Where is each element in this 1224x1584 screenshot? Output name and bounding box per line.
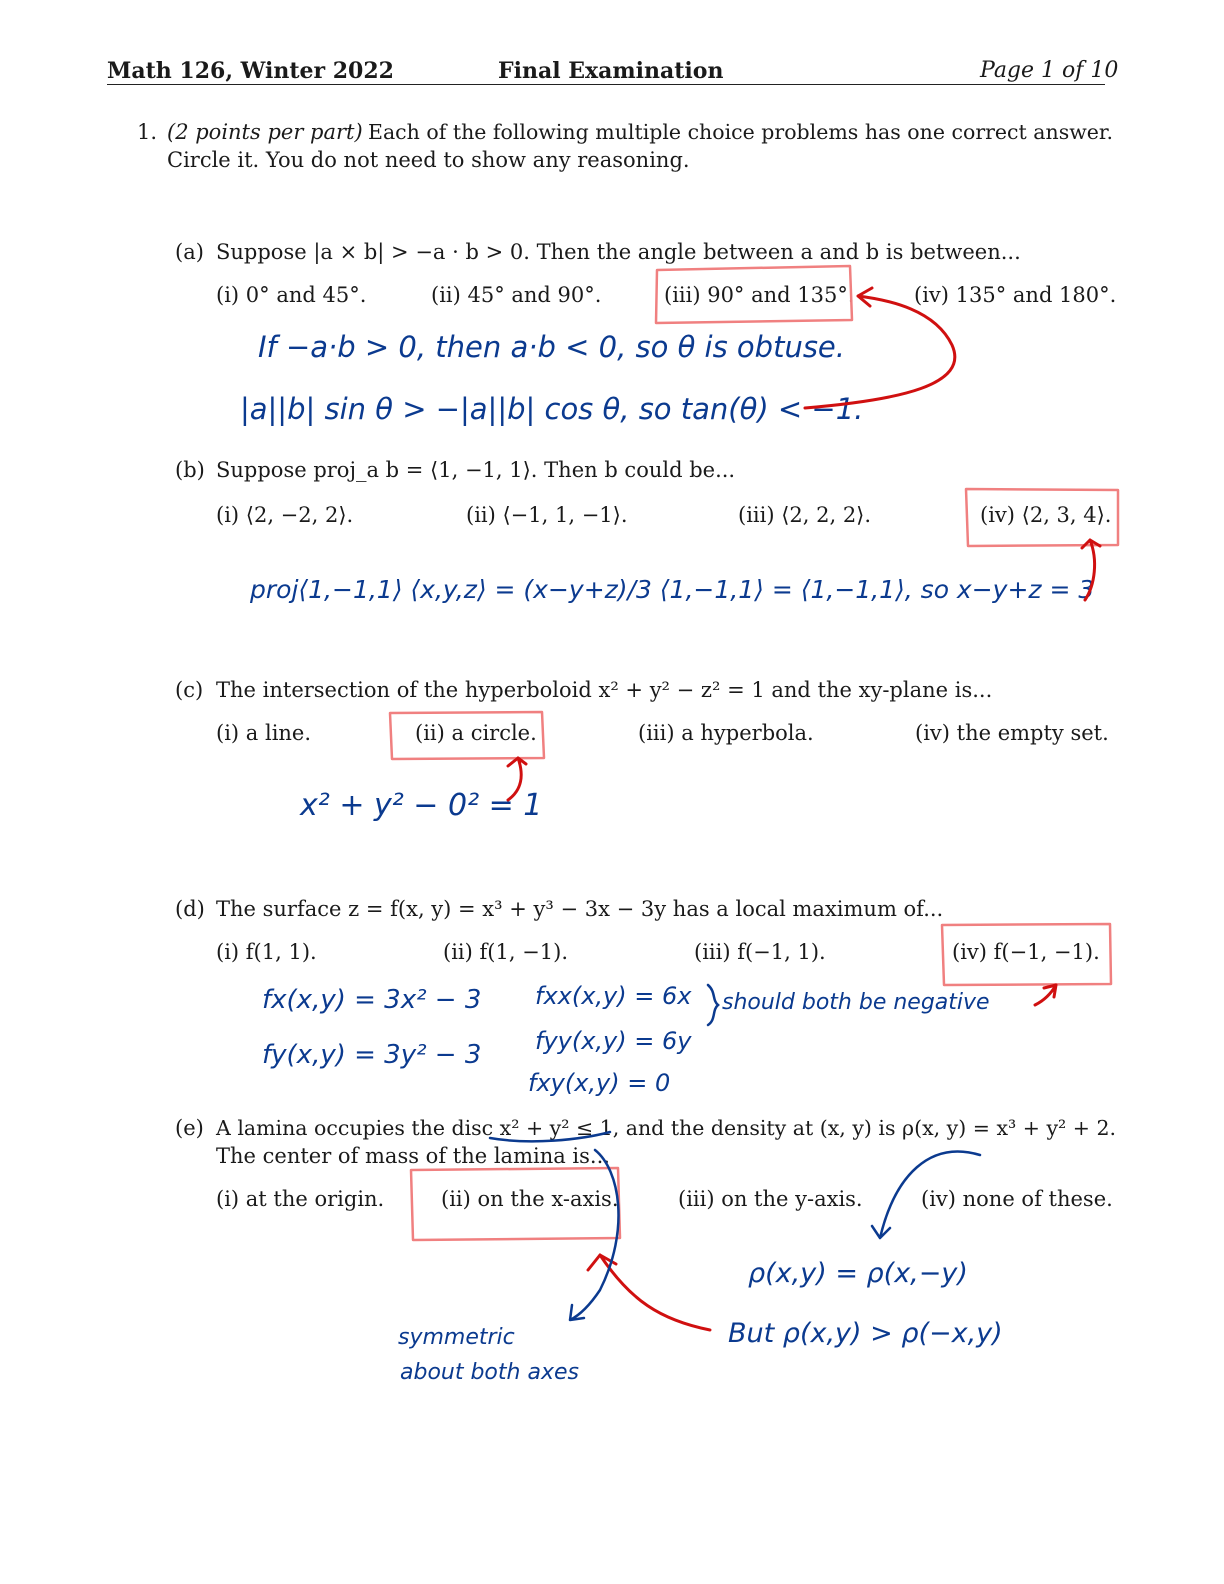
part-b-choice-1[interactable]: (i) ⟨2, −2, 2⟩.: [216, 503, 354, 527]
part-e-arrow: [586, 1253, 712, 1332]
part-b-choice-4[interactable]: (iv) ⟨2, 3, 4⟩.: [980, 503, 1112, 527]
part-e-choice-4[interactable]: (iv) none of these.: [921, 1187, 1113, 1211]
part-b-prompt: Suppose proj_a b = ⟨1, −1, 1⟩. Then b co…: [216, 458, 736, 482]
part-e-blue-curve: [568, 1148, 620, 1322]
part-d-label: (d): [175, 897, 205, 921]
exam-title: Final Examination: [498, 58, 724, 84]
part-b-choice-2[interactable]: (ii) ⟨−1, 1, −1⟩.: [466, 503, 628, 527]
part-d-choice-2[interactable]: (ii) f(1, −1).: [443, 940, 568, 964]
part-d-work-fyy: fyy(x,y) = 6y: [535, 1027, 692, 1055]
part-e-choice-3[interactable]: (iii) on the y-axis.: [678, 1187, 863, 1211]
part-e-work-rho-1: ρ(x,y) = ρ(x,−y): [748, 1258, 968, 1289]
part-a-prompt: Suppose |a × b| > −a · b > 0. Then the a…: [216, 240, 1021, 264]
part-a-choice-4[interactable]: (iv) 135° and 180°.: [914, 283, 1117, 307]
part-b-choice-3[interactable]: (iii) ⟨2, 2, 2⟩.: [738, 503, 872, 527]
part-a-choice-3[interactable]: (iii) 90° and 135°.: [664, 283, 855, 307]
part-e-prompt-2: The center of mass of the lamina is...: [216, 1144, 610, 1168]
part-e-work-axes: about both axes: [400, 1360, 579, 1385]
intro-line-2: Circle it. You do not need to show any r…: [167, 148, 690, 172]
part-e-choice-1[interactable]: (i) at the origin.: [216, 1187, 385, 1211]
part-d-work-fy: fy(x,y) = 3y² − 3: [262, 1040, 482, 1070]
part-e-prompt-1: A lamina occupies the disc x² + y² ≤ 1, …: [216, 1116, 1117, 1140]
intro-line-1: Each of the following multiple choice pr…: [368, 120, 1113, 144]
part-d-work-fxx: fxx(x,y) = 6x: [535, 982, 692, 1010]
points-note: (2 points per part): [167, 120, 363, 144]
question-number: 1.: [137, 120, 158, 144]
part-d-choice-1[interactable]: (i) f(1, 1).: [216, 940, 317, 964]
part-d-choice-3[interactable]: (iii) f(−1, 1).: [694, 940, 826, 964]
part-c-choice-4[interactable]: (iv) the empty set.: [915, 721, 1109, 745]
part-c-choice-1[interactable]: (i) a line.: [216, 721, 312, 745]
part-d-arrow: [1033, 983, 1058, 1007]
part-b-work: proj⟨1,−1,1⟩ ⟨x,y,z⟩ = (x−y+z)/3 ⟨1,−1,1…: [250, 575, 1095, 604]
part-c-work: x² + y² − 0² = 1: [300, 788, 543, 823]
part-b-label: (b): [175, 458, 205, 482]
course-title: Math 126, Winter 2022: [107, 58, 394, 84]
part-e-label: (e): [175, 1116, 204, 1140]
part-d-work-fx: fx(x,y) = 3x² − 3: [262, 985, 482, 1015]
part-a-work-1: If −a·b > 0, then a·b < 0, so θ is obtus…: [258, 330, 845, 364]
part-d-choice-4[interactable]: (iv) f(−1, −1).: [952, 940, 1100, 964]
part-d-brace: [706, 983, 720, 1027]
part-c-label: (c): [175, 678, 204, 702]
part-e-work-rho-2: But ρ(x,y) > ρ(−x,y): [728, 1318, 1003, 1349]
page-number: Page 1 of 10: [980, 58, 1119, 83]
header-rule: [107, 84, 1105, 85]
part-e-work-symmetric: symmetric: [398, 1325, 515, 1350]
part-c-choice-2[interactable]: (ii) a circle.: [415, 721, 537, 745]
part-d-prompt: The surface z = f(x, y) = x³ + y³ − 3x −…: [216, 897, 944, 921]
part-a-choice-1[interactable]: (i) 0° and 45°.: [216, 283, 367, 307]
part-e-choice-2[interactable]: (ii) on the x-axis.: [441, 1187, 619, 1211]
part-d-work-note: should both be negative: [722, 990, 990, 1015]
part-c-choice-3[interactable]: (iii) a hyperbola.: [638, 721, 814, 745]
part-c-prompt: The intersection of the hyperboloid x² +…: [216, 678, 993, 702]
part-a-choice-2[interactable]: (ii) 45° and 90°.: [431, 283, 602, 307]
part-d-work-fxy: fxy(x,y) = 0: [528, 1069, 671, 1097]
part-a-label: (a): [175, 240, 204, 264]
part-a-work-2: |a||b| sin θ > −|a||b| cos θ, so tan(θ) …: [240, 392, 864, 426]
